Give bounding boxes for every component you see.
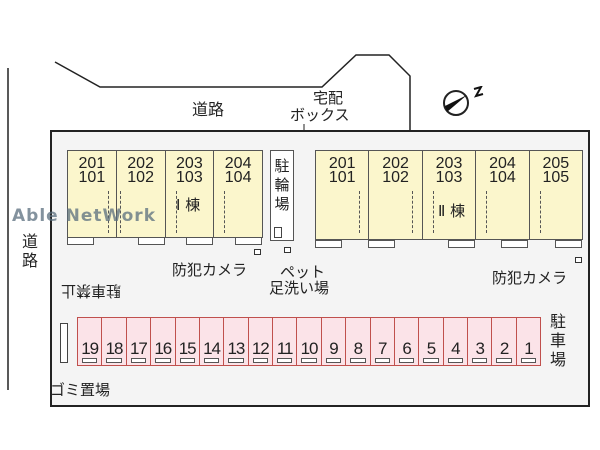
bicycle-parking-label: 駐輪場 xyxy=(274,157,290,213)
parking-space-12[interactable]: 12 xyxy=(248,318,273,365)
balcony xyxy=(67,237,94,245)
balcony xyxy=(501,240,528,248)
parking-space-9[interactable]: 9 xyxy=(321,318,347,365)
balcony xyxy=(186,237,213,245)
parking-space-1[interactable]: 1 xyxy=(516,318,541,365)
pet-wash-label-line1: ペット xyxy=(280,263,326,281)
parking-space-4[interactable]: 4 xyxy=(443,318,468,365)
balcony xyxy=(138,237,165,245)
security-camera-label-1: 防犯カメラ xyxy=(172,261,248,279)
north-arrow-icon xyxy=(443,85,484,116)
balcony xyxy=(235,237,262,245)
security-camera-icon xyxy=(254,249,261,255)
delivery-box-label-line1: 宅配 xyxy=(313,89,344,107)
parking-space-11[interactable]: 11 xyxy=(273,318,298,365)
balcony xyxy=(315,240,342,248)
balcony xyxy=(368,240,395,248)
parking-space-2[interactable]: 2 xyxy=(492,318,517,365)
pet-wash-icon xyxy=(284,247,291,253)
security-camera-icon xyxy=(575,257,582,263)
parking-lot: 19 18 17 16 15 14 13 12 11 10 9 8 7 6 5 … xyxy=(77,317,541,366)
garbage-area xyxy=(60,323,68,363)
building-2-name: Ⅱ 棟 xyxy=(438,202,466,220)
balcony xyxy=(555,240,582,248)
parking-space-14[interactable]: 14 xyxy=(199,318,225,365)
parking-space-15[interactable]: 15 xyxy=(175,318,200,365)
road-label-left: 道路 xyxy=(21,232,38,270)
delivery-box-label-line2: ボックス xyxy=(290,106,350,124)
bicycle-parking: 駐輪場 xyxy=(270,150,294,241)
watermark: Able NetWork xyxy=(12,206,156,226)
parking-space-5[interactable]: 5 xyxy=(419,318,444,365)
garbage-label: ゴミ置場 xyxy=(50,381,111,399)
pet-wash-label-line2: 足洗い場 xyxy=(269,279,330,297)
parking-space-18[interactable]: 18 xyxy=(102,318,127,365)
delivery-box-icon xyxy=(274,227,282,238)
parking-space-10[interactable]: 10 xyxy=(297,318,322,365)
parking-space-8[interactable]: 8 xyxy=(346,318,371,365)
balcony xyxy=(448,240,475,248)
parking-space-17[interactable]: 17 xyxy=(126,318,152,365)
road-label-top: 道路 xyxy=(192,100,225,119)
building-1-name: Ⅰ 棟 xyxy=(176,196,201,214)
parking-space-19[interactable]: 19 xyxy=(78,318,103,365)
security-camera-label-2: 防犯カメラ xyxy=(492,269,568,287)
parking-space-16[interactable]: 16 xyxy=(151,318,176,365)
parking-space-3[interactable]: 3 xyxy=(468,318,493,365)
parking-space-6[interactable]: 6 xyxy=(394,318,420,365)
no-parking-label: 駐車禁止 xyxy=(61,282,122,300)
parking-space-13[interactable]: 13 xyxy=(224,318,249,365)
parking-space-7[interactable]: 7 xyxy=(370,318,395,365)
parking-label: 駐車場 xyxy=(549,312,566,369)
